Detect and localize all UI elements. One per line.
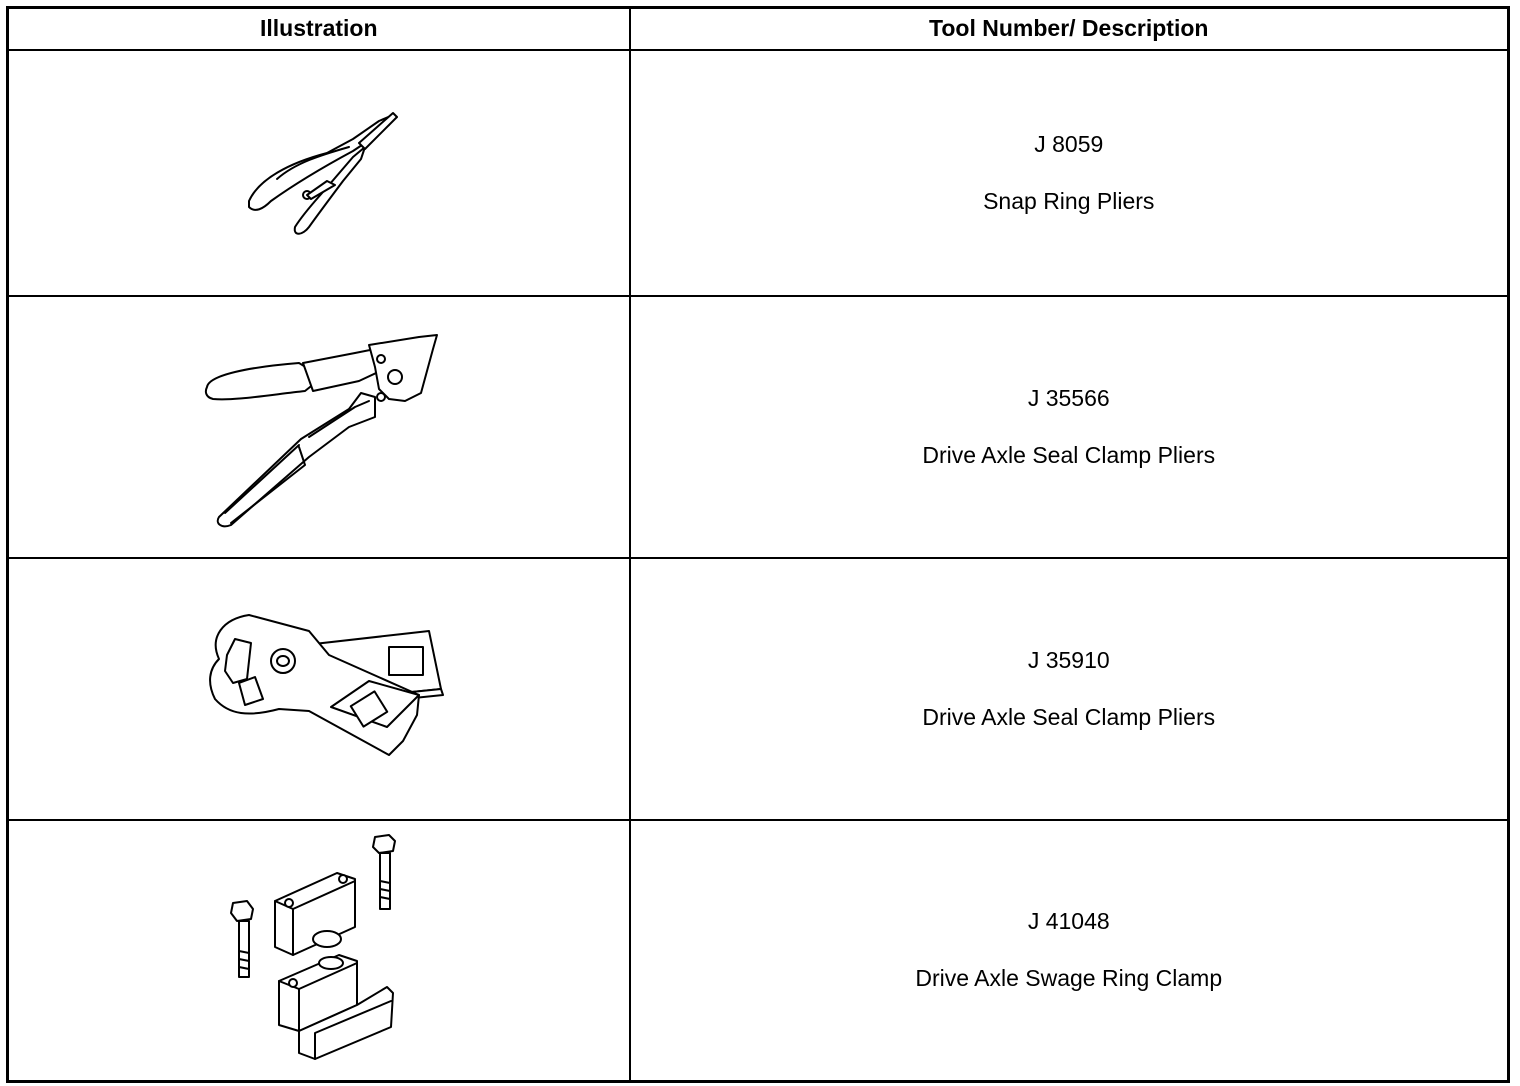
illustration-cell — [6, 818, 631, 1083]
header-illustration: Illustration — [6, 6, 631, 51]
swage-ring-clamp-icon — [230, 833, 396, 1060]
illustration-cell — [6, 294, 631, 559]
table-row: J 41048 Drive Axle Swage Ring Clamp — [6, 818, 1510, 1083]
snap-ring-pliers-icon — [248, 111, 398, 235]
table-row: J 35910 Drive Axle Seal Clamp Pliers — [6, 556, 1510, 821]
description-cell: J 8059 Snap Ring Pliers — [628, 48, 1510, 297]
tool-number: J 41048 — [1027, 908, 1110, 935]
header-tool-number-description: Tool Number/ Description — [628, 6, 1510, 51]
tool-description: Drive Axle Seal Clamp Pliers — [922, 441, 1216, 468]
tool-number: J 8059 — [1034, 130, 1104, 157]
tool-number: J 35910 — [1027, 646, 1110, 673]
illustration-cell — [6, 48, 631, 297]
tool-number: J 35566 — [1027, 384, 1110, 411]
description-cell: J 41048 Drive Axle Swage Ring Clamp — [628, 818, 1510, 1083]
tool-description: Snap Ring Pliers — [983, 187, 1155, 214]
tool-description: Drive Axle Swage Ring Clamp — [915, 965, 1223, 992]
illustration-cell — [6, 556, 631, 821]
table-header-row: Illustration Tool Number/ Description — [6, 6, 1510, 51]
table-row: J 8059 Snap Ring Pliers — [6, 48, 1510, 297]
seal-clamp-pliers-icon — [204, 333, 438, 527]
seal-clamp-tool-icon — [209, 613, 444, 756]
description-cell: J 35910 Drive Axle Seal Clamp Pliers — [628, 556, 1510, 821]
tool-table: Illustration Tool Number/ Description J … — [6, 6, 1510, 1083]
table-row: J 35566 Drive Axle Seal Clamp Pliers — [6, 294, 1510, 559]
description-cell: J 35566 Drive Axle Seal Clamp Pliers — [628, 294, 1510, 559]
tool-description: Drive Axle Seal Clamp Pliers — [922, 703, 1216, 730]
